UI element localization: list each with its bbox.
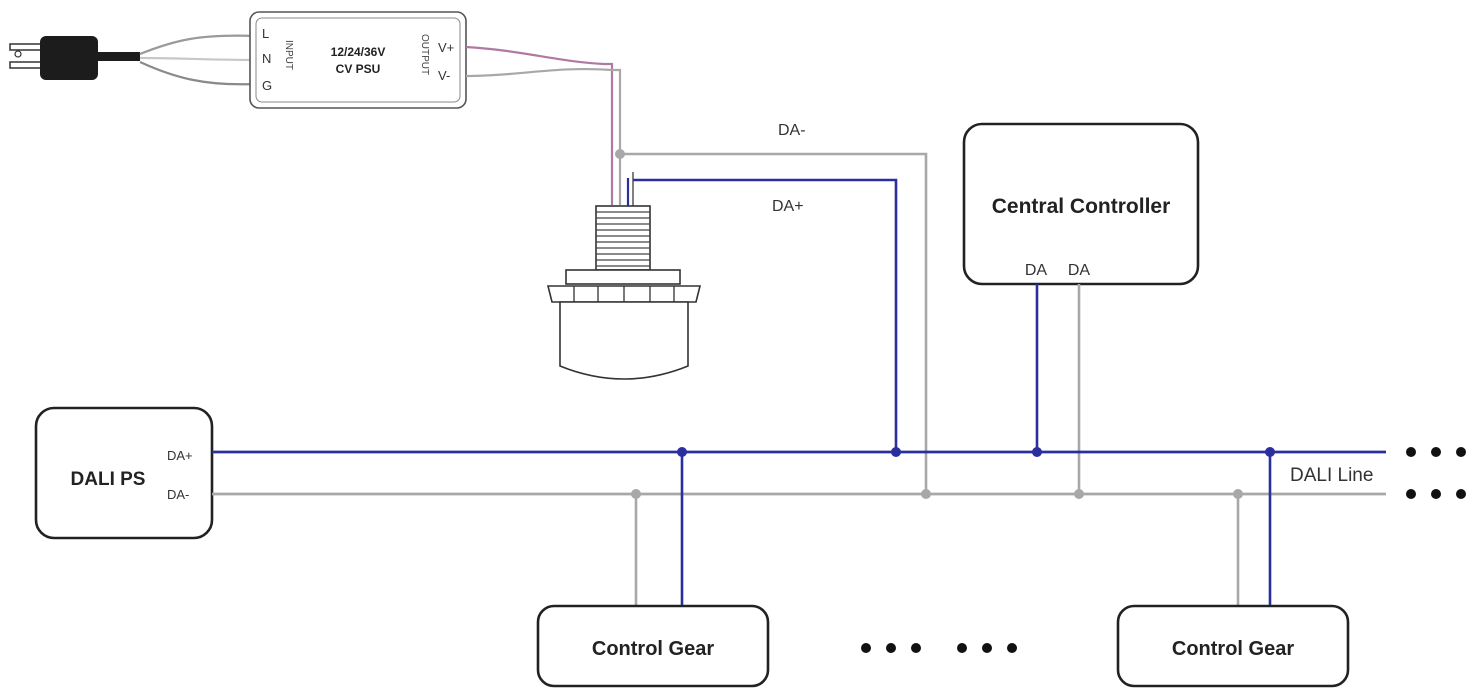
more-gear-dots xyxy=(861,643,1017,653)
psu-output-wires xyxy=(465,45,622,205)
psu-output-label: OUTPUT xyxy=(419,34,430,75)
control-gear-right-title: Control Gear xyxy=(1172,638,1294,660)
sensor-device-icon xyxy=(546,172,702,380)
psu-input-label: INPUT xyxy=(283,40,294,70)
dali-ps-terminal-da-minus: DA- xyxy=(167,487,189,502)
psu-pin-vplus: V+ xyxy=(438,40,454,55)
psu-pin-g: G xyxy=(262,78,272,93)
central-controller-box xyxy=(962,122,1200,286)
psu-pin-n: N xyxy=(262,51,271,66)
control-gear-left-box xyxy=(536,604,770,688)
da-plus-sensor-wire xyxy=(633,178,898,452)
dali-ps-title: DALI PS xyxy=(71,469,146,490)
psu-title-line2: CV PSU xyxy=(336,62,381,76)
power-plug-icon xyxy=(9,36,140,80)
psu-pin-l: L xyxy=(262,26,269,41)
da-minus-sensor-wire xyxy=(620,152,928,494)
dali-ps-terminal-da-plus: DA+ xyxy=(167,448,193,463)
central-controller-terminal-da-2: DA xyxy=(1068,262,1091,279)
cv-psu-box xyxy=(249,11,467,109)
dali-line-label: DALI Line xyxy=(1290,465,1373,486)
bus-junctions xyxy=(631,447,1275,499)
psu-title-line1: 12/24/36V xyxy=(331,45,386,59)
central-controller-title: Central Controller xyxy=(992,195,1171,218)
dali-ps-box xyxy=(34,406,214,540)
psu-pin-vminus: V- xyxy=(438,68,450,83)
mains-cord xyxy=(139,34,256,86)
control-gear-right-box xyxy=(1116,604,1350,688)
da-minus-sensor-junction xyxy=(615,149,625,159)
da-minus-wire-label: DA- xyxy=(778,122,806,139)
da-plus-wire-label: DA+ xyxy=(772,198,804,215)
central-controller-terminal-da-1: DA xyxy=(1025,262,1048,279)
bus-continuation-dots xyxy=(1406,447,1466,499)
control-gear-left-title: Control Gear xyxy=(592,638,714,660)
